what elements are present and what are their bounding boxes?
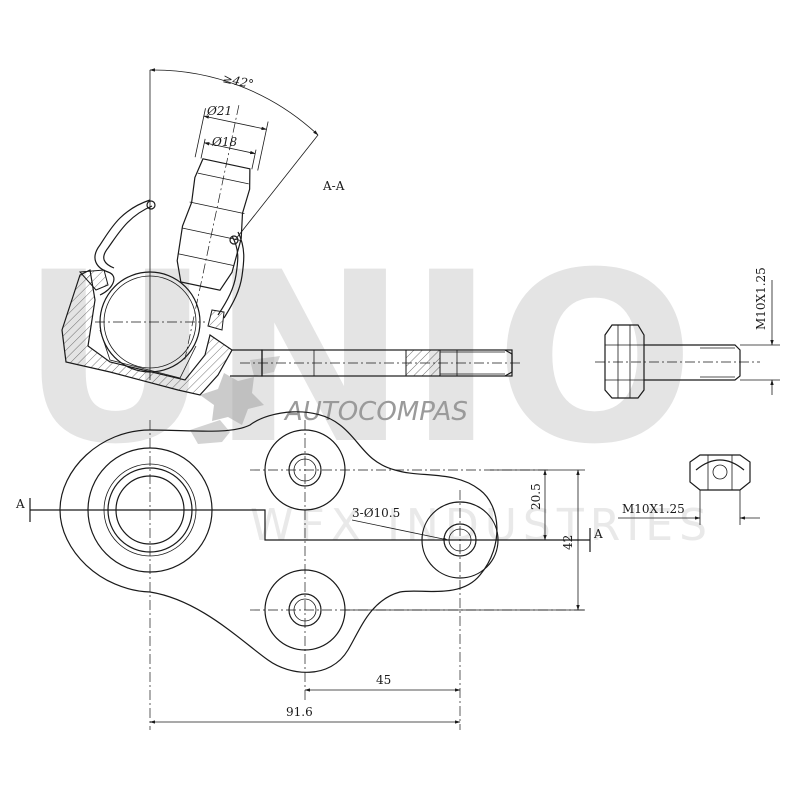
angle-label: ≥42°	[221, 71, 255, 91]
flange-nut: M10X1.25	[618, 454, 760, 525]
gear-logo-icon	[190, 356, 280, 444]
bolt-thread-label: M10X1.25	[754, 267, 768, 330]
dia-18-label: Ø18	[211, 135, 237, 149]
brand-logo: AUTOCOMPAS	[190, 356, 468, 444]
section-mark-left: A	[15, 497, 25, 511]
nut-thread-label: M10X1.25	[622, 502, 685, 516]
dim-42-label: 42	[561, 535, 575, 550]
section-view-a-a: ≥42° Ø21 Ø18	[61, 68, 520, 396]
section-label: A-A	[322, 179, 345, 193]
plan-view: A A 3-Ø10.5 20.5 42 45 91.6	[15, 411, 603, 730]
hole-callout-label: 3-Ø10.5	[352, 506, 400, 520]
dim-91-6-label: 91.6	[286, 705, 313, 719]
watermark: UNIO WFX INDUSTRIES	[20, 223, 713, 551]
dim-45-label: 45	[376, 673, 391, 687]
dim-20-5-label: 20.5	[529, 483, 543, 510]
brand-name: AUTOCOMPAS	[283, 397, 468, 427]
dia-21-label: Ø21	[206, 104, 232, 118]
watermark-sub-text: WFX INDUSTRIES	[250, 500, 713, 551]
section-mark-right: A	[593, 527, 603, 541]
flange-bolt: M10X1.25	[595, 267, 780, 399]
